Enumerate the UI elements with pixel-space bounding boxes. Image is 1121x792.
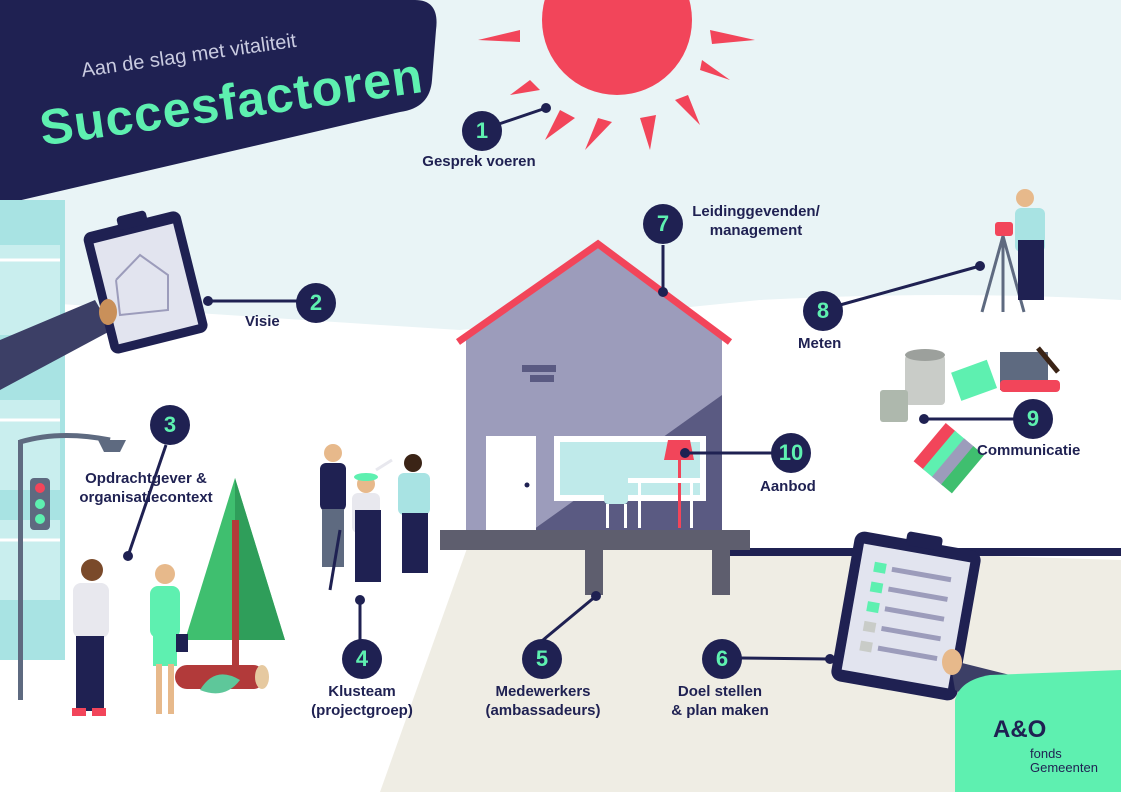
connector-dots	[123, 103, 985, 664]
factor-label-7: Leidinggevenden/ management	[692, 203, 820, 239]
factor-number-5: 5	[522, 639, 562, 679]
connector-lines	[126, 106, 1018, 661]
factor-number-6: 6	[702, 639, 742, 679]
street-lamp	[18, 433, 126, 700]
sun-icon	[478, 0, 755, 150]
factor-number-4: 4	[342, 639, 382, 679]
factor-label-2: Visie	[245, 313, 280, 330]
factor-number-9: 9	[1013, 399, 1053, 439]
logo-background	[955, 670, 1121, 792]
logo-text-fonds: fonds	[1030, 746, 1062, 761]
surveyor-tripod	[980, 189, 1045, 313]
factor-number-2: 2	[296, 283, 336, 323]
pine-tree	[175, 478, 285, 694]
factor-label-10: Aanbod	[760, 478, 816, 495]
factor-label-5: Medewerkers (ambassadeurs)	[485, 683, 601, 719]
factor-label-4: Klusteam (projectgroep)	[311, 683, 413, 719]
clipboard-house-icon	[0, 210, 208, 390]
factor-number-7: 7	[643, 204, 683, 244]
factor-label-1: Gesprek voeren	[422, 153, 536, 170]
paint-supplies-icon	[880, 346, 1060, 494]
factor-number-1: 1	[462, 111, 502, 151]
work-crew	[320, 444, 430, 591]
factor-label-6: Doel stellen & plan maken	[671, 683, 769, 719]
factor-number-8: 8	[803, 291, 843, 331]
factor-number-3: 3	[150, 405, 190, 445]
house	[440, 239, 750, 595]
factor-label-9: Communicatie	[977, 442, 1081, 459]
factor-number-10: 10	[771, 433, 811, 473]
logo-mark: A&O	[993, 716, 1047, 743]
building-left	[0, 200, 65, 660]
factor-label-3: Opdrachtgever & organisatiecontext	[79, 470, 213, 506]
people-opdrachtgever	[72, 559, 188, 716]
header-banner	[0, 0, 437, 205]
traffic-light-icon	[30, 478, 50, 530]
factor-label-8: Meten	[798, 335, 842, 352]
logo-text-gemeenten: Gemeenten	[1030, 760, 1098, 775]
